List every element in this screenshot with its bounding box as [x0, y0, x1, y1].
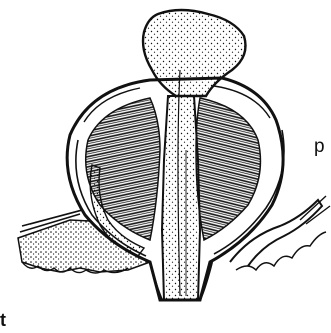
label-p: p	[314, 136, 325, 158]
central-duct	[162, 96, 200, 300]
label-t: t	[0, 310, 6, 331]
